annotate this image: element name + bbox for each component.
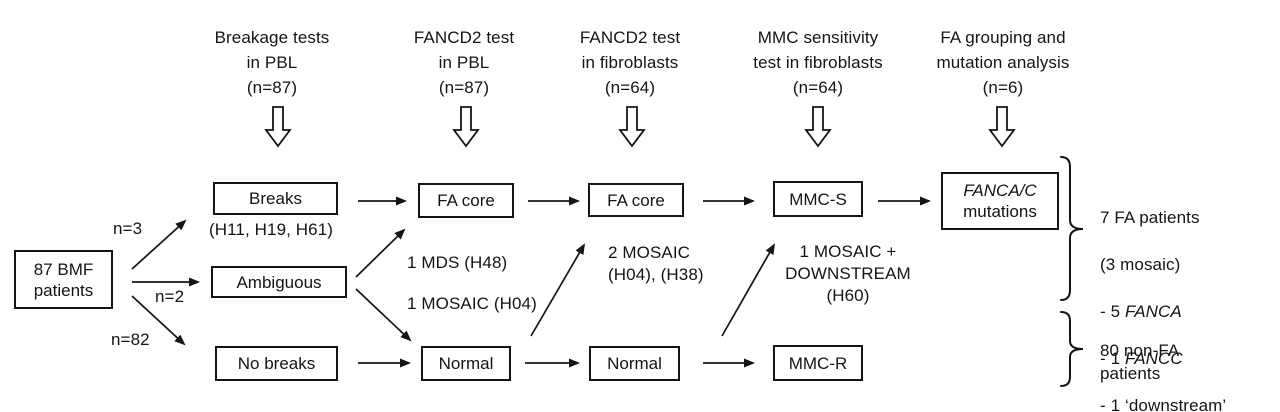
node-mmc-resistant: MMC-R [773,345,863,381]
arrow-mosaic-pbl-to-fa-core [530,243,586,337]
non-fa-patients-brace-icon [1060,311,1084,387]
fa-mosaic-count: (3 mosaic) [1100,254,1181,274]
outcome-non-fa-patients: 80 non-FA patients [1100,341,1180,383]
node-ambiguous: Ambiguous [211,266,347,298]
annotation-mosaic-pbl: 1 MOSAIC (H04) [407,294,537,313]
stage-header-fa-grouping: FA grouping and mutation analysis (n=6) [936,28,1070,97]
arrow-ambiguous-to-normal [355,288,412,342]
stage-header-fancd2-pbl: FANCD2 test in PBL (n=87) [413,28,515,97]
node-fa-core-fibroblasts: FA core [588,183,684,217]
mutations-word-label: mutations [963,202,1037,221]
fa-item-fancc: - 1 FANCC [1100,348,1183,368]
edge-label-n2: n=2 [155,287,185,306]
stage-header-mmc-sensitivity: MMC sensitivity test in fibroblasts (n=6… [753,28,883,97]
annotation-breakage-cases: (H11, H19, H61) [209,220,334,239]
fa-patients-brace-icon [1060,156,1084,301]
fa-item-downstream: - 1 ‘downstream’ [1100,395,1227,412]
stage-header-fancd2-fibroblasts: FANCD2 test in fibroblasts (n=64) [579,28,681,97]
down-block-arrow-icon [618,106,646,148]
annotation-mosaic-fibroblasts: 2 MOSAIC (H04), (H38) [608,243,704,284]
down-block-arrow-icon [264,106,292,148]
node-normal-fibroblasts: Normal [589,346,680,381]
fa-item-fanca: - 5 FANCA [1100,301,1182,321]
arrow-bmf-to-no-breaks [131,295,186,346]
mutations-gene-label: FANCA/C [963,181,1037,200]
node-fa-core-pbl: FA core [418,183,514,218]
stage-header-breakage-tests: Breakage tests in PBL (n=87) [214,28,330,97]
annotation-mds-pbl: 1 MDS (H48) [407,253,508,272]
arrow-ambiguous-to-fa-core [355,228,406,278]
fa-patient-count: 7 FA patients [1100,207,1200,227]
node-breaks: Breaks [213,182,338,215]
down-block-arrow-icon [452,106,480,148]
node-normal-pbl: Normal [421,346,511,381]
arrow-bmf-to-breaks [131,219,187,270]
down-block-arrow-icon [988,106,1016,148]
edge-label-n82: n=82 [111,330,150,349]
outcome-fa-patients: 7 FA patients (3 mosaic) - 5 FANCA - 1 F… [1100,182,1226,412]
down-block-arrow-icon [804,106,832,148]
node-mmc-sensitive: MMC-S [773,181,863,217]
node-bmf-patients: 87 BMF patients [14,250,113,309]
node-no-breaks: No breaks [215,346,338,381]
annotation-mosaic-mmc: 1 MOSAIC + DOWNSTREAM (H60) [785,242,911,305]
node-fanca-c-mutations: FANCA/C mutations [941,172,1059,230]
edge-label-n3: n=3 [113,219,143,238]
arrow-mosaic-fibroblasts-to-mmc-s [721,243,775,337]
